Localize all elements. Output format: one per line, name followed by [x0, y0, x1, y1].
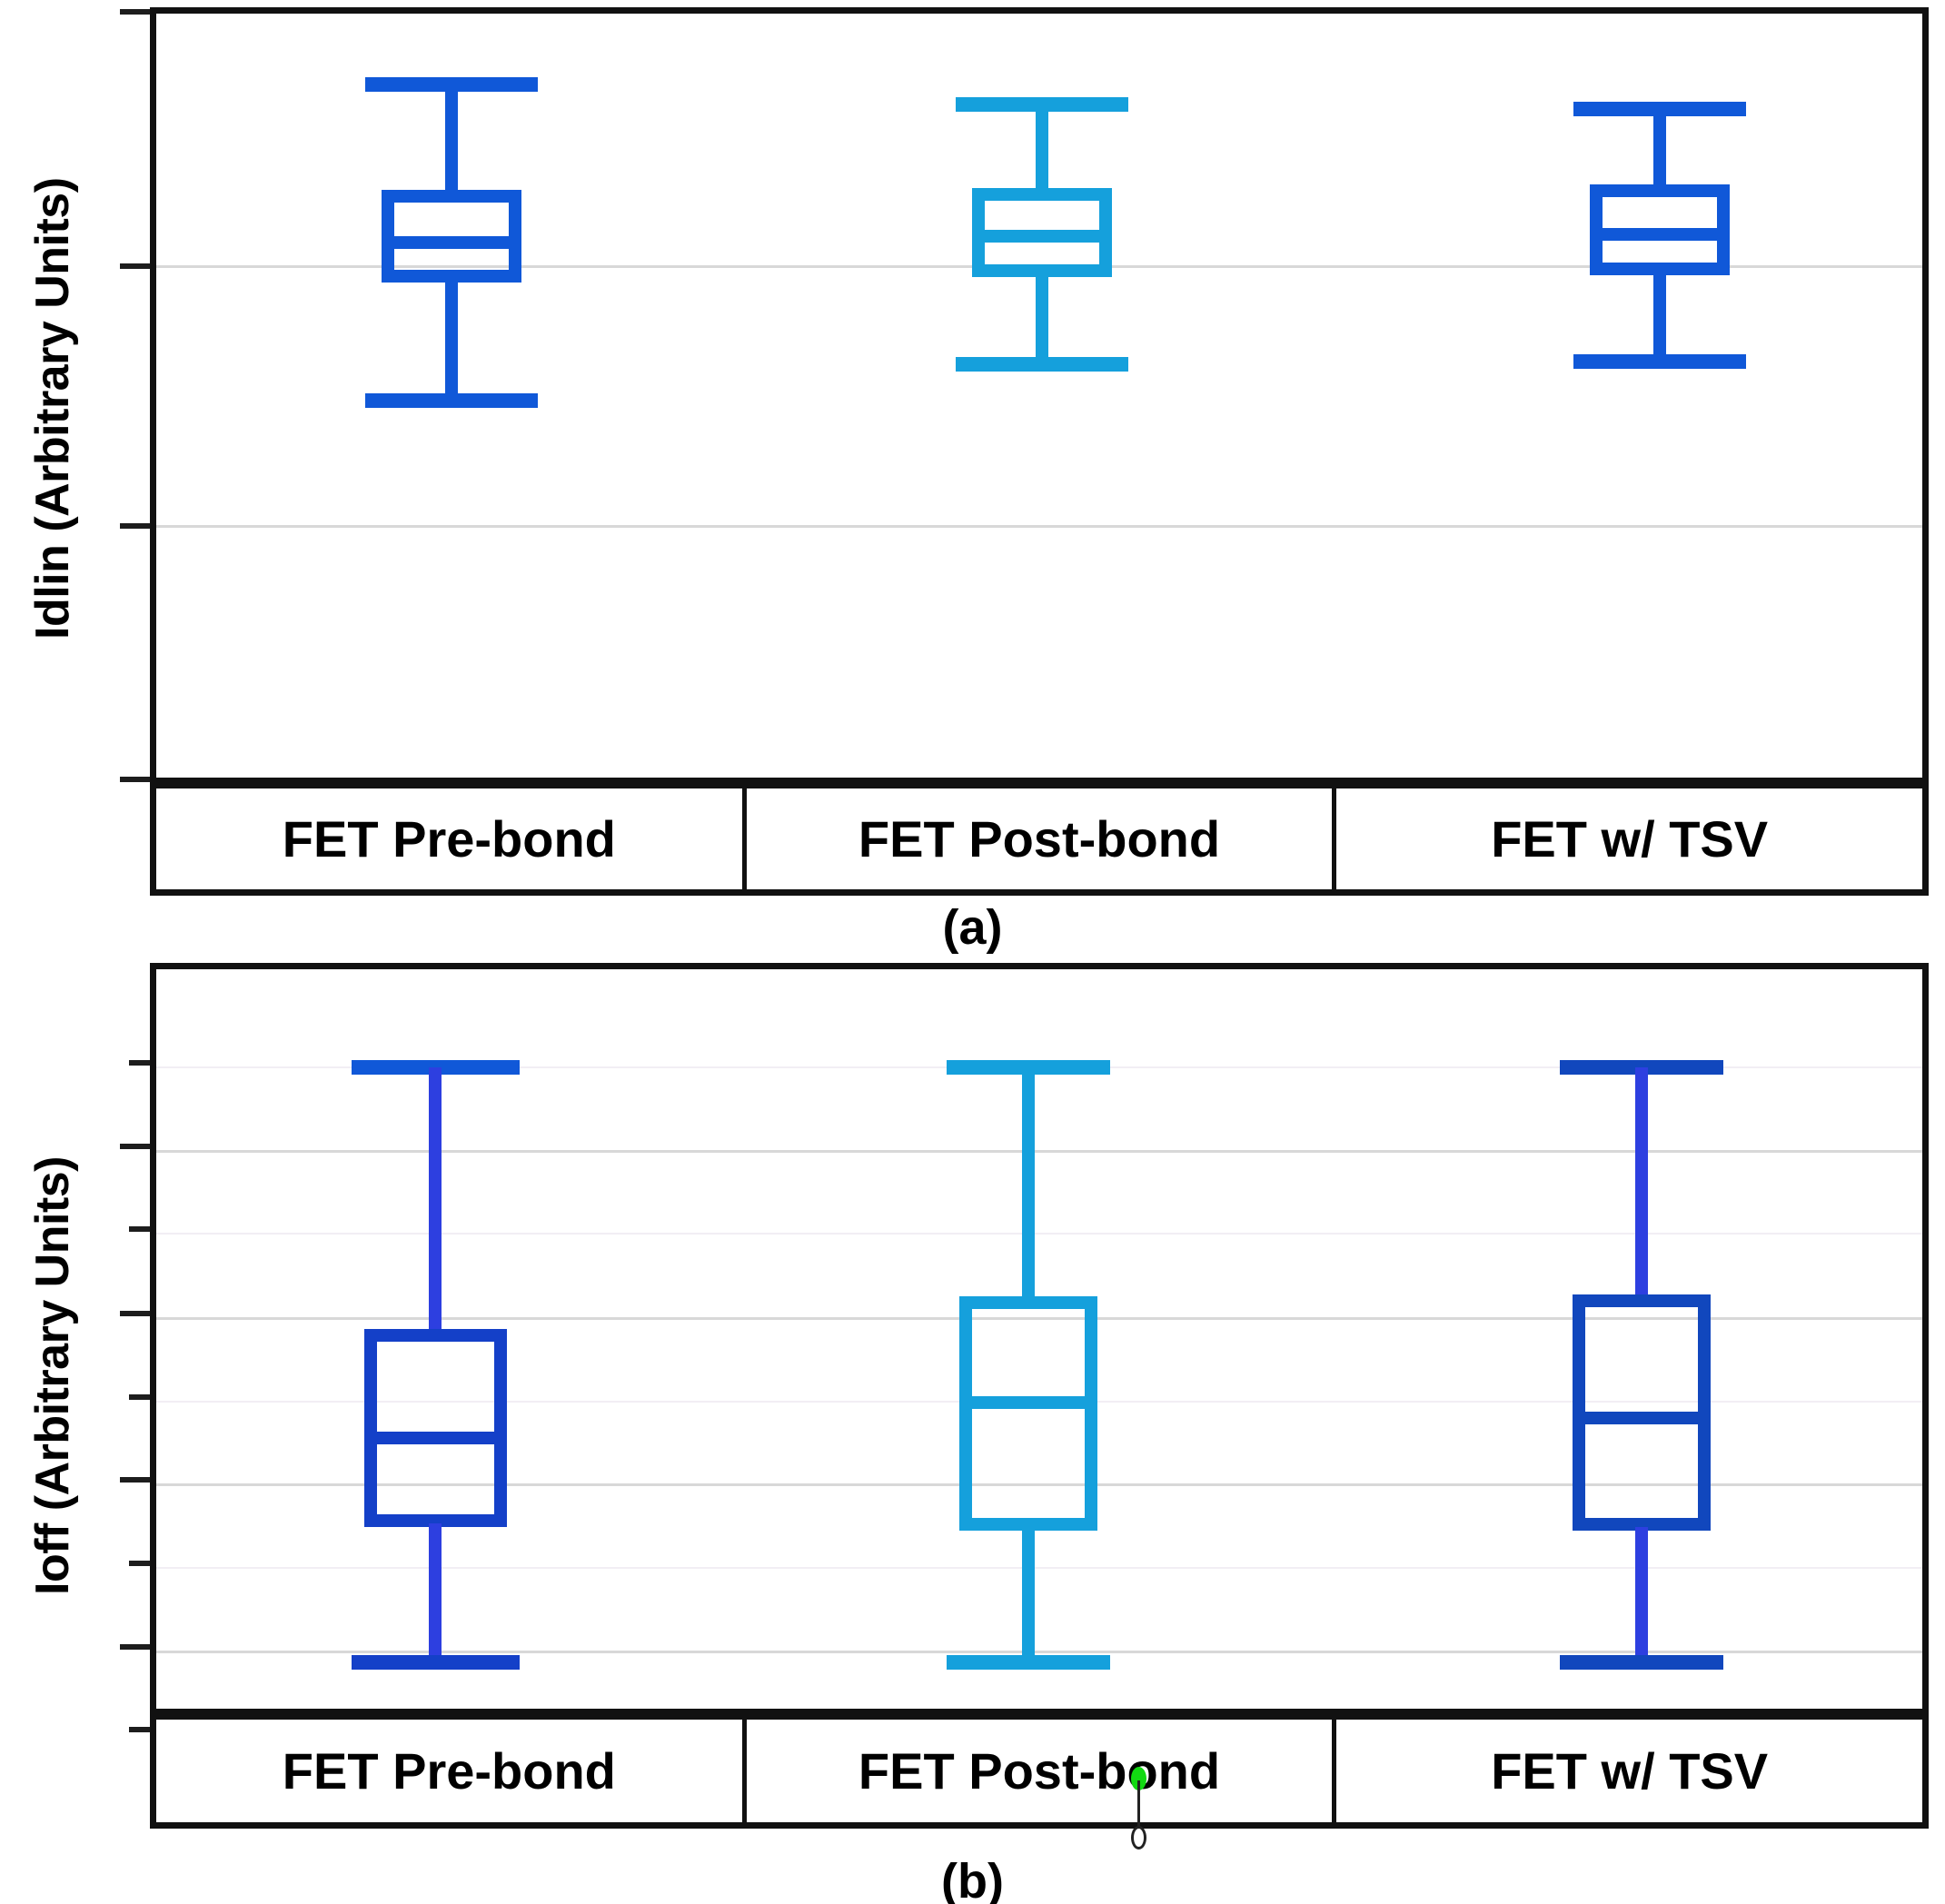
whisker-stem-high — [429, 1067, 442, 1336]
median-line — [1573, 1412, 1711, 1424]
plot-frame-b — [150, 963, 1929, 1715]
boxplot-b-post-bond — [947, 969, 1110, 1709]
gridline-a-2 — [156, 525, 1922, 528]
category-label-post-bond: FET Post-bond — [747, 788, 1337, 889]
whisker-cap-low — [1560, 1655, 1723, 1670]
y-tick-b-2 — [129, 1226, 153, 1232]
whisker-stem-high — [1653, 109, 1666, 187]
whisker-cap-low — [947, 1655, 1110, 1670]
whisker-stem-low — [1036, 273, 1048, 364]
gridline-b-7 — [156, 1567, 1922, 1569]
cursor-handle-ring — [1131, 1826, 1146, 1849]
category-strip-b: FET Pre-bond FET Post-bond FET w/ TSV — [150, 1713, 1929, 1829]
panel-a: Idlin (Arbitrary Units) — [0, 0, 1945, 955]
category-label-w-tsv: FET w/ TSV — [1491, 810, 1769, 868]
median-line — [1590, 228, 1730, 241]
category-strip-a: FET Pre-bond FET Post-bond FET w/ TSV — [150, 782, 1929, 896]
y-tick-b-1 — [120, 1144, 153, 1149]
median-line — [382, 236, 521, 249]
median-line — [959, 1396, 1097, 1409]
median-line — [972, 230, 1112, 243]
y-tick-b-8 — [129, 1727, 153, 1732]
whisker-stem-high — [445, 84, 458, 197]
y-axis-label-b: Ioff (Arbitrary Units) — [26, 1156, 79, 1596]
whisker-stem-high — [1635, 1067, 1648, 1302]
whisker-cap-low — [365, 393, 538, 408]
plot-area-b — [156, 969, 1922, 1709]
y-tick-b-3 — [120, 1311, 153, 1316]
panel-caption-a: (a) — [942, 900, 1003, 955]
whisker-stem-high — [1022, 1067, 1035, 1304]
whisker-cap-low — [956, 357, 1128, 372]
category-label-w-tsv: FET w/ TSV — [1491, 1742, 1769, 1800]
gridline-b-6 — [156, 1483, 1922, 1486]
whisker-stem-high — [1036, 104, 1048, 195]
category-label-post-bond: FET Post-bond — [747, 1720, 1337, 1822]
cursor-dot-marker — [1131, 1767, 1146, 1790]
y-tick-a-2 — [120, 523, 153, 529]
boxplot-b-w-tsv — [1560, 969, 1723, 1709]
whisker-stem-low — [429, 1523, 442, 1661]
plot-frame-a — [150, 7, 1929, 784]
y-tick-b-0 — [129, 1060, 153, 1066]
gridline-b-4 — [156, 1317, 1922, 1320]
boxplot-a-w-tsv — [1573, 14, 1746, 778]
category-label-pre-bond: FET Pre-bond — [156, 1720, 747, 1822]
y-tick-b-5 — [120, 1477, 153, 1483]
y-tick-b-6 — [129, 1561, 153, 1566]
gridline-b-2 — [156, 1150, 1922, 1153]
y-tick-b-7 — [120, 1644, 153, 1650]
whisker-cap-low — [352, 1655, 520, 1670]
box-iqr — [364, 1329, 507, 1527]
y-tick-a-1 — [120, 263, 153, 269]
y-axis-label-a: Idlin (Arbitrary Units) — [26, 177, 79, 640]
plot-area-a — [156, 14, 1922, 778]
boxplot-b-pre-bond — [352, 969, 520, 1709]
cursor-leader-line — [1137, 1780, 1140, 1830]
whisker-stem-low — [1653, 272, 1666, 361]
boxplot-a-pre-bond — [365, 14, 538, 778]
whisker-stem-low — [1022, 1527, 1035, 1661]
gridline-b-3 — [156, 1233, 1922, 1235]
y-tick-b-4 — [129, 1394, 153, 1400]
panel-b: Ioff (Arbitrary Units) — [0, 949, 1945, 1904]
boxplot-a-post-bond — [956, 14, 1128, 778]
y-tick-a-0 — [120, 9, 153, 15]
whisker-stem-low — [445, 279, 458, 401]
y-tick-a-3 — [120, 777, 153, 782]
whisker-stem-low — [1635, 1527, 1648, 1661]
category-label-pre-bond: FET Pre-bond — [156, 788, 747, 889]
panel-caption-b: (b) — [941, 1854, 1004, 1904]
whisker-cap-low — [1573, 354, 1746, 369]
median-line — [364, 1432, 507, 1444]
box-iqr — [959, 1296, 1097, 1531]
gridline-b-8 — [156, 1651, 1922, 1653]
